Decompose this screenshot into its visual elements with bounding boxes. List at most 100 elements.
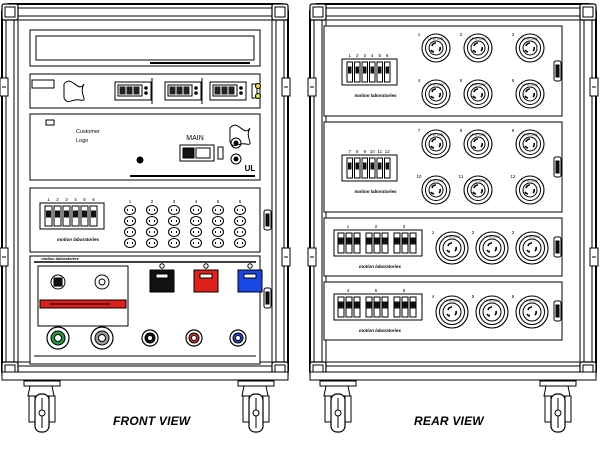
twistlock-slot xyxy=(430,145,435,149)
twistlock-slot xyxy=(473,88,479,93)
meter-digit xyxy=(183,86,190,95)
twistlock-slot xyxy=(480,188,483,194)
outlet-number: 5 xyxy=(472,294,475,299)
outlet-number: 3 xyxy=(512,230,515,235)
twistlock-slot xyxy=(447,242,453,247)
meter-digit xyxy=(221,86,228,95)
caster-plate xyxy=(539,380,577,387)
corner-guard xyxy=(579,3,597,21)
caster-axle xyxy=(554,409,562,417)
meter-led xyxy=(239,91,243,95)
outlet-number: 3 xyxy=(512,32,515,37)
caster-plate xyxy=(23,380,61,387)
round-connector-center xyxy=(98,278,106,286)
caster-plate xyxy=(319,380,357,387)
main-panel xyxy=(29,113,261,181)
outlet-number: 10 xyxy=(416,174,422,179)
caster-axle xyxy=(252,409,260,417)
breaker-toggle xyxy=(363,66,367,74)
breaker-number: 5 xyxy=(83,197,86,202)
meter-led xyxy=(239,86,243,90)
breaker-number: 5 xyxy=(375,288,378,293)
twistlock-slot xyxy=(431,184,437,189)
outlet-number: 2 xyxy=(151,199,154,204)
panel-screw xyxy=(45,119,55,126)
rack-frame xyxy=(321,15,585,367)
twistlock-slot xyxy=(446,313,451,317)
corner-guard-inner xyxy=(582,6,594,18)
round-connector-center xyxy=(191,335,197,341)
panel-handle-grip xyxy=(555,64,560,78)
twistlock-slot xyxy=(487,242,493,247)
twistlock-slot xyxy=(472,95,477,99)
breaker-toggle xyxy=(348,162,352,170)
twistlock-rating: L5-30 125V xyxy=(470,37,486,41)
twistlock-slot xyxy=(532,188,535,194)
twistlock-slot xyxy=(438,142,441,148)
outlet-number: 5 xyxy=(217,199,220,204)
twistlock-slot xyxy=(526,313,531,317)
duplex-outlet-bottom xyxy=(212,216,224,226)
breaker-toggle xyxy=(346,301,352,309)
breaker-toggle xyxy=(338,237,344,245)
breaker-number: 3 xyxy=(65,197,68,202)
corner-guard-inner xyxy=(274,6,286,18)
twistlock-slot xyxy=(430,95,435,99)
caster-fork-right xyxy=(564,395,572,423)
twistlock-rating: L5-30 125V xyxy=(524,299,540,303)
breaker-number: 3 xyxy=(363,53,366,58)
breaker-number: 11 xyxy=(377,149,382,154)
twistlock-rating: L5-30 125V xyxy=(428,83,444,87)
breaker-number: 6 xyxy=(403,288,406,293)
breaker-toggle xyxy=(382,301,388,309)
motion-labs-logo xyxy=(63,80,85,103)
outlet-number: 6 xyxy=(512,78,515,83)
duplex-outlet-top xyxy=(212,227,224,237)
breaker-number: 4 xyxy=(371,53,374,58)
meter-digit xyxy=(133,86,140,95)
breaker-number: 2 xyxy=(375,224,378,229)
outlet-number: 11 xyxy=(459,174,464,179)
caster-plate xyxy=(237,380,275,387)
breaker-number: 8 xyxy=(356,149,359,154)
outlet-number: 2 xyxy=(460,32,463,37)
twistlock-rating: L5-30 125V xyxy=(428,179,444,183)
twistlock-rating: L5-30 125V xyxy=(522,179,538,183)
round-connector-pins xyxy=(53,277,63,287)
breaker-toggle xyxy=(338,301,344,309)
duplex-outlet-top xyxy=(212,205,224,215)
main-breaker-window xyxy=(195,147,211,159)
panel-handle-grip xyxy=(555,304,560,318)
cam-lok-label xyxy=(199,273,213,279)
twistlock-slot xyxy=(438,188,441,194)
outlet-number: 12 xyxy=(510,174,516,179)
breaker-toggle xyxy=(91,210,96,218)
breaker-toggle xyxy=(366,237,372,245)
twistlock-slot xyxy=(486,313,491,317)
twistlock-slot xyxy=(472,49,477,53)
meter-digit xyxy=(126,86,133,95)
breaker-toggle xyxy=(402,301,408,309)
outlet-number: 6 xyxy=(239,199,242,204)
breaker-toggle xyxy=(366,301,372,309)
twistlock-slot xyxy=(431,138,437,143)
twistlock-rating: L5-30 125V xyxy=(428,133,444,137)
panel-handle-grip xyxy=(265,291,270,305)
caster-axle xyxy=(38,409,46,417)
twistlock-slot xyxy=(527,306,533,311)
breaker-toggle xyxy=(363,162,367,170)
breaker-toggle xyxy=(394,237,400,245)
breaker-toggle xyxy=(374,237,380,245)
breaker-toggle xyxy=(64,210,69,218)
outlet-number: 4 xyxy=(418,78,421,83)
breaker-number: 5 xyxy=(378,53,381,58)
outlet-number: 1 xyxy=(418,32,421,37)
breaker-number: 1 xyxy=(47,197,50,202)
indicator-light-amber xyxy=(255,93,261,99)
breaker-toggle xyxy=(355,162,359,170)
twistlock-rating: L5-30 125V xyxy=(470,83,486,87)
twistlock-rating: L5-30 125V xyxy=(470,133,486,137)
main-breaker-handle xyxy=(182,147,195,159)
twistlock-slot xyxy=(472,145,477,149)
twistlock-slot xyxy=(446,249,451,253)
